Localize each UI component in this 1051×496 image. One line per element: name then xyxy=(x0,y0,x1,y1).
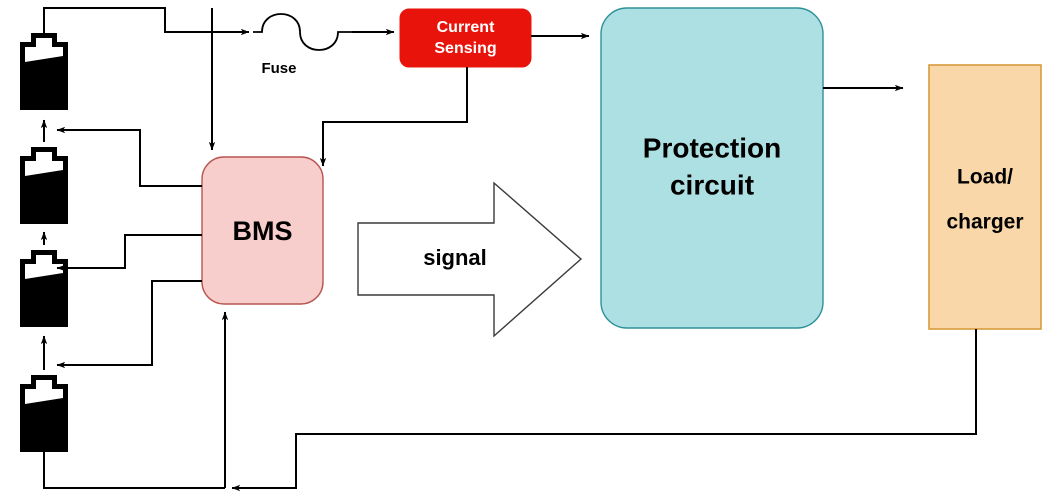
load-charger-label-line2: charger xyxy=(946,211,1023,234)
load-charger-label-line1: Load/ xyxy=(957,166,1013,189)
fuse-label: Fuse xyxy=(261,60,296,77)
battery-cell-2 xyxy=(20,147,68,224)
bms-block[interactable]: BMS xyxy=(201,156,324,305)
wire-load-return-to-bottom-rail xyxy=(231,329,977,492)
battery-cell-3 xyxy=(20,250,68,327)
bms-label: BMS xyxy=(233,216,293,246)
wire-current-sensing-to-bms xyxy=(319,67,468,167)
bms-box[interactable] xyxy=(201,156,324,305)
wire-bms-to-cell-4 xyxy=(56,280,202,369)
load-charger-block[interactable]: Load/ charger xyxy=(928,64,1042,330)
signal-label: signal xyxy=(423,245,487,270)
current-sensing-label-line2: Sensing xyxy=(434,40,496,57)
wire-pack-positive-to-fuse xyxy=(43,7,250,36)
wire-bms-to-cell-2 xyxy=(56,126,202,187)
signal-block-arrow: signal xyxy=(357,181,583,338)
current-sensing-label-line1: Current xyxy=(437,19,495,36)
battery-cell-1 xyxy=(20,33,68,110)
protection-circuit-label-line1: Protection xyxy=(643,132,781,163)
battery-stack xyxy=(20,33,68,452)
fuse-symbol xyxy=(253,13,352,51)
load-charger-box[interactable] xyxy=(928,64,1042,330)
current-sensing-box[interactable] xyxy=(399,8,532,68)
protection-circuit-block[interactable]: Protection circuit xyxy=(600,7,824,329)
protection-circuit-box[interactable] xyxy=(600,7,824,329)
protection-circuit-label-line2: circuit xyxy=(670,169,754,200)
battery-cell-4 xyxy=(20,375,68,452)
current-sensing-block[interactable]: Current Sensing xyxy=(399,8,532,68)
wire-bms-to-cell-3 xyxy=(56,234,202,272)
wire-pack-negative-to-rail xyxy=(43,452,225,489)
